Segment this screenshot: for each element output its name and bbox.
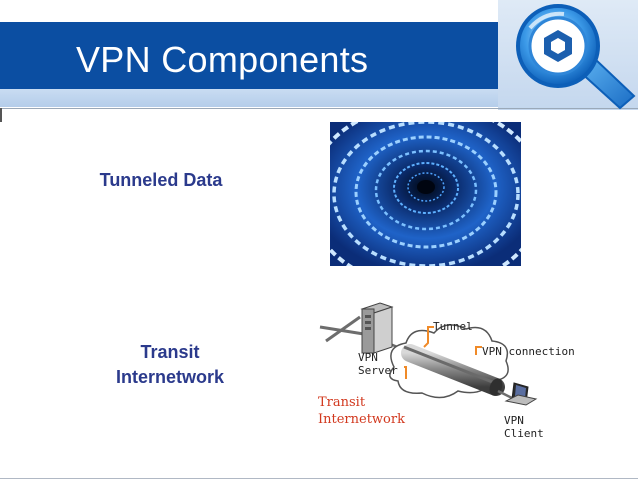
laptop-icon <box>497 382 538 406</box>
vpn-network-diagram: Tunnel VPN connection VPN Server Transit… <box>318 302 575 440</box>
slide-title: VPN Components <box>76 39 369 80</box>
search-wrench-logo-icon <box>516 4 636 110</box>
server-icon <box>360 302 394 354</box>
vpn-client-label: Client <box>504 427 544 440</box>
vpn-client-label: VPN <box>504 414 524 427</box>
binary-tunnel-image <box>330 122 521 266</box>
vpn-connection-label: VPN connection <box>482 345 575 358</box>
vpn-server-label: VPN <box>358 351 378 364</box>
transit-internetwork-diagram-label: Transit <box>318 395 366 410</box>
transit-internetwork-label: Transit Internetwork <box>115 342 225 387</box>
top-strip <box>0 0 638 22</box>
transit-internetwork-diagram-label: Internetwork <box>318 412 405 427</box>
title-bar <box>0 22 498 89</box>
title-divider <box>0 108 638 109</box>
title-underband <box>0 89 498 107</box>
vpn-server-label: Server <box>358 364 398 377</box>
tunnel-label: Tunnel <box>433 320 473 333</box>
network-cable <box>325 315 361 343</box>
tunnel-pipe-icon <box>401 344 505 396</box>
left-tick-mark <box>0 108 2 122</box>
tunneled-data-label: Tunneled Data <box>99 170 223 190</box>
